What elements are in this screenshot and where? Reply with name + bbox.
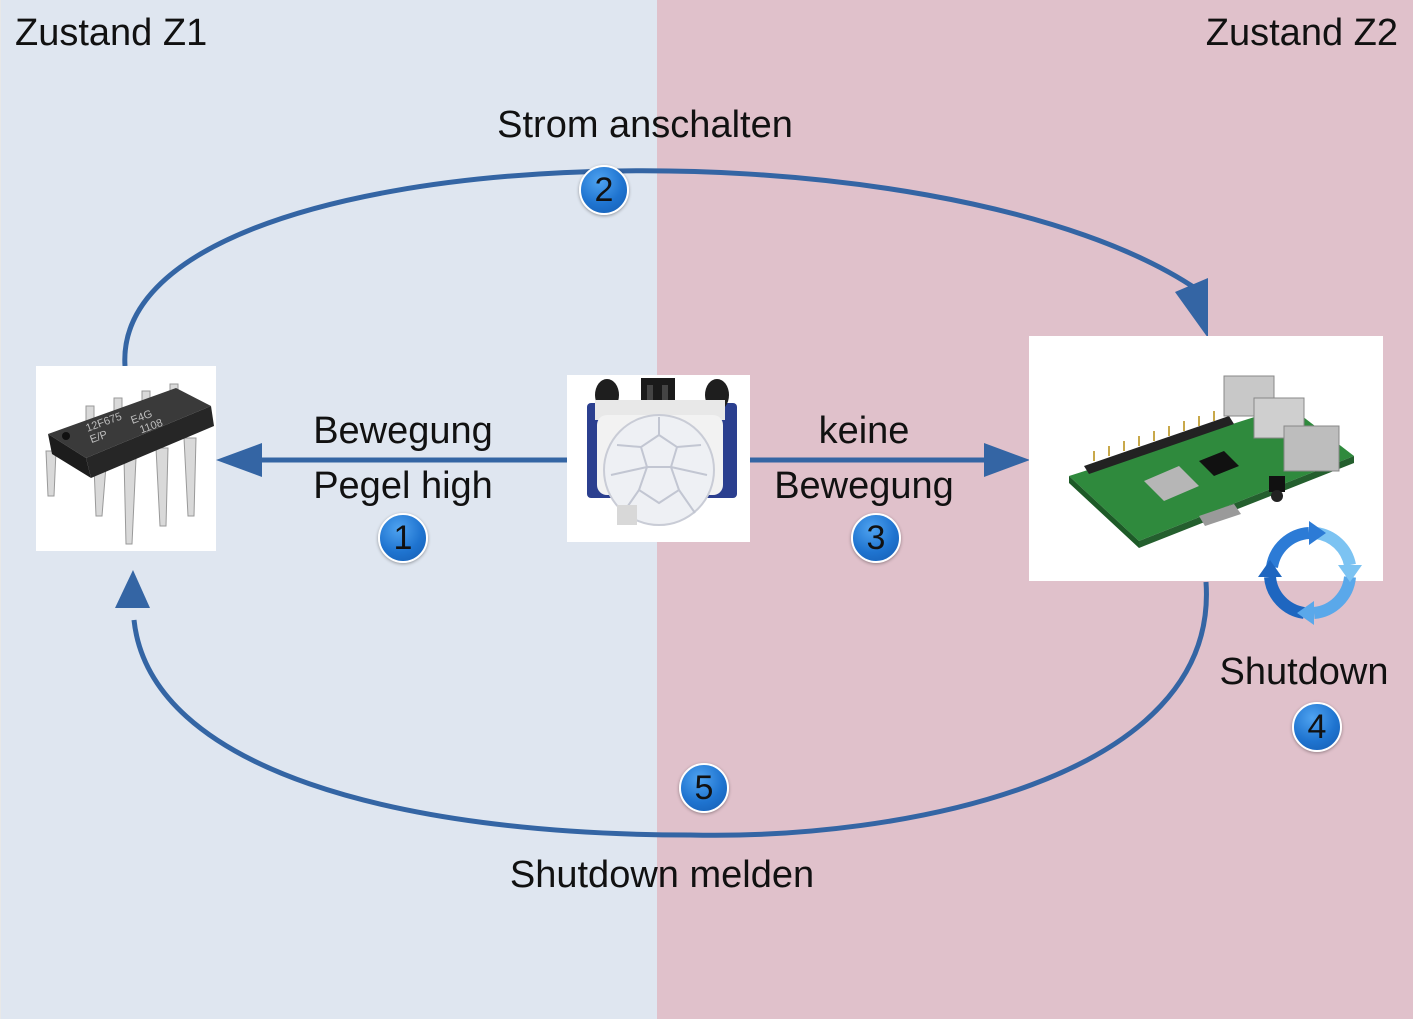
arrowhead-z1 xyxy=(115,570,150,608)
label-keine-bewegung: Bewegung xyxy=(774,465,954,507)
step-badge-4: 4 xyxy=(1292,702,1342,752)
arrowhead-pi xyxy=(984,443,1030,477)
step-badge-1: 1 xyxy=(378,513,428,563)
label-shutdown: Shutdown xyxy=(1219,651,1389,693)
label-bewegung: Bewegung xyxy=(313,410,493,452)
arrow-strom-anschalten xyxy=(122,168,1207,367)
label-shutdown-melden: Shutdown melden xyxy=(509,854,815,896)
zone-z2-title: Zustand Z2 xyxy=(1205,12,1398,54)
step-badge-3: 3 xyxy=(851,513,901,563)
label-strom-anschalten: Strom anschalten xyxy=(497,104,793,146)
arrowhead-z2 xyxy=(1175,278,1208,338)
step-badge-5: 5 xyxy=(679,763,729,813)
arrow-shutdown-melden xyxy=(131,581,1209,838)
label-keine: keine xyxy=(818,410,910,452)
pir-motion-sensor-icon xyxy=(567,375,750,542)
raspberry-pi-board-icon xyxy=(1029,336,1383,581)
chip-marking-2: E/P xyxy=(88,429,109,446)
label-pegel-high: Pegel high xyxy=(313,465,493,507)
arrowhead-chip xyxy=(216,443,262,477)
refresh-cycle-icon xyxy=(1258,521,1362,625)
microcontroller-chip-icon: 12F675 E/P E4G 1108 xyxy=(36,366,216,551)
step-badge-2: 2 xyxy=(579,165,629,215)
zone-z1-title: Zustand Z1 xyxy=(15,12,208,54)
